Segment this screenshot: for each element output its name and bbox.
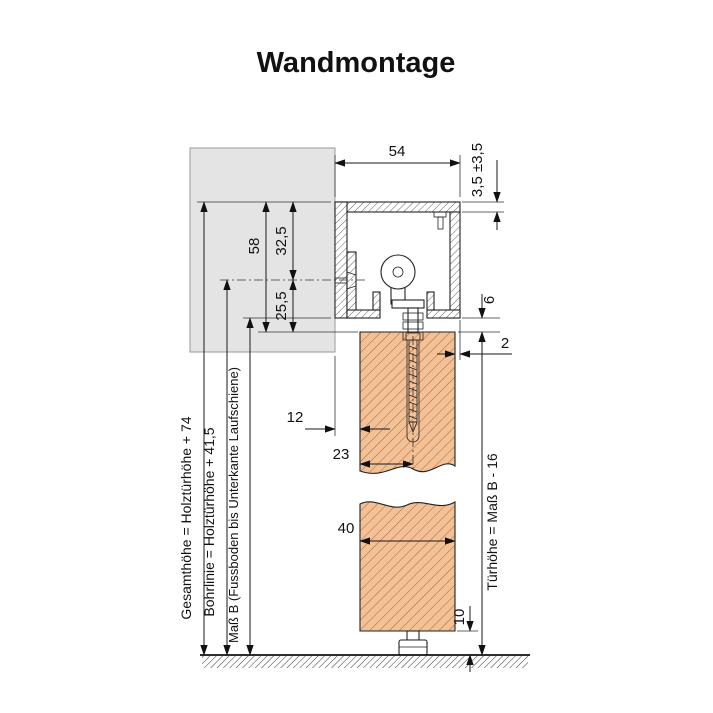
dim-text-32-5: 32,5 <box>273 226 290 255</box>
dim-text-3-5: 3,5 ±3,5 <box>469 143 486 197</box>
floor-guide-base <box>398 639 428 656</box>
dim-right-chain: 6 Türhöhe = Maß B - 16 <box>458 294 500 656</box>
dim-text-10: 10 <box>451 609 468 626</box>
dim-screw-offset: 23 <box>333 446 414 468</box>
track-right-lip <box>426 309 461 319</box>
track-left-lip <box>346 309 381 319</box>
screw-pocket <box>402 331 424 443</box>
roller-trolley <box>380 254 425 333</box>
suspension-screw-assembly <box>402 331 424 472</box>
wall-fixing-screw <box>335 271 357 290</box>
dim-text-54: 54 <box>389 143 406 160</box>
dim-text-6: 6 <box>481 296 498 304</box>
label-mass-b: Maß B (Fussboden bis Unterkante Laufschi… <box>226 367 241 643</box>
hanger-nut-lower <box>402 321 424 330</box>
dim-door-thickness: 40 <box>338 520 456 545</box>
track-inner-wall <box>346 251 357 319</box>
hanger-nut-upper <box>402 312 424 321</box>
floor-guide-stem <box>406 630 420 641</box>
dim-top-adjust: 3,5 ±3,5 <box>462 143 504 230</box>
track-wall-flange <box>334 201 348 319</box>
dim-profile-heights: 58 32,5 25,5 <box>246 201 297 333</box>
track-top-plate <box>334 201 461 213</box>
door-panel-upper <box>359 331 456 474</box>
door-panel-lower <box>359 501 456 632</box>
floor <box>200 654 530 668</box>
page-title: Wandmontage <box>257 47 456 79</box>
track-profile <box>334 201 461 319</box>
track-left-rail <box>372 291 381 311</box>
dim-text-23: 23 <box>333 446 350 463</box>
dim-overall-heights: Gesamthöhe = Holztürhöhe + 74 Bohrlinie … <box>178 201 254 656</box>
dim-text-12: 12 <box>287 409 304 426</box>
hanger-foot <box>391 299 425 309</box>
label-gesamthoehe: Gesamthöhe = Holztürhöhe + 74 <box>178 416 194 619</box>
track-clip-tab <box>433 211 447 218</box>
dim-floor-clearance: 10 <box>451 606 478 672</box>
dim-track-width: 54 <box>334 143 461 197</box>
roller-wheel <box>380 254 416 290</box>
floor-guide <box>398 630 428 656</box>
dim-text-40: 40 <box>338 520 355 537</box>
track-clip-leg <box>437 216 444 230</box>
dim-door-recess: 2 <box>437 320 512 360</box>
track-right-wall <box>449 211 461 319</box>
label-bohrlinie: Bohrlinie = Holztürhöhe + 41,5 <box>201 427 217 616</box>
dim-text-25-5: 25,5 <box>273 291 290 320</box>
dim-text-2: 2 <box>501 335 509 352</box>
door-panel <box>359 331 456 632</box>
dim-text-58: 58 <box>246 238 263 255</box>
wheel-hub <box>392 266 404 278</box>
label-tuerhoehe: Türhöhe = Maß B - 16 <box>484 453 500 591</box>
track-right-rail <box>426 291 435 311</box>
floor-hatch <box>202 656 528 668</box>
dim-wall-gap: 12 <box>287 356 390 436</box>
